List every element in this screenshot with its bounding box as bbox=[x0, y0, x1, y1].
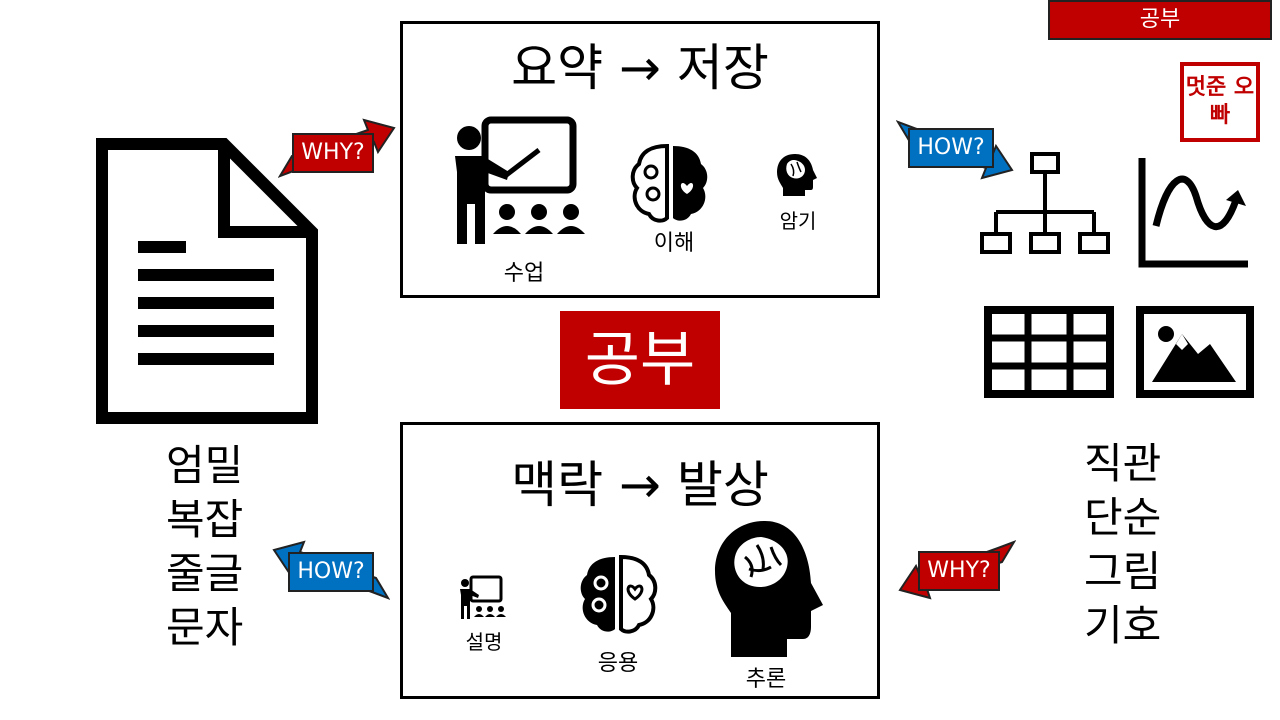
why-label: WHY? bbox=[918, 551, 1000, 591]
table-icon bbox=[984, 306, 1114, 398]
left-word: 복잡 bbox=[166, 495, 244, 544]
caption-explain: 설명 bbox=[465, 630, 503, 654]
caption-understand: 이해 bbox=[653, 231, 695, 256]
right-word: 그림 bbox=[1084, 547, 1162, 596]
caption-memorize: 암기 bbox=[779, 209, 817, 233]
right-word-list: 직관 단순 그림 기호 bbox=[1084, 437, 1161, 653]
center-badge: 공부 bbox=[560, 311, 720, 409]
left-word-list: 엄밀 복잡 줄글 문자 bbox=[166, 439, 243, 655]
author-stamp: 멋준 오빠 bbox=[1180, 62, 1260, 142]
top-box-title: 요약 → 저장 bbox=[511, 39, 769, 97]
document-icon bbox=[96, 138, 318, 424]
left-word: 문자 bbox=[166, 603, 244, 652]
corner-tag: 공부 bbox=[1048, 0, 1272, 40]
org-chart-icon bbox=[980, 152, 1110, 254]
caption-lecture: 수업 bbox=[503, 261, 545, 286]
left-word: 줄글 bbox=[166, 549, 244, 598]
right-word: 단순 bbox=[1084, 493, 1162, 542]
left-word: 엄밀 bbox=[166, 441, 244, 490]
head-brain-icon bbox=[715, 521, 823, 657]
head-brain-icon bbox=[777, 154, 817, 196]
lecture-icon bbox=[460, 575, 506, 619]
caption-reason: 추론 bbox=[745, 667, 787, 692]
line-graph-icon bbox=[1138, 158, 1248, 268]
bottom-box-title: 맥락 → 발상 bbox=[511, 456, 769, 514]
top-box: 요약 → 저장 수업 이해 암기 bbox=[400, 21, 880, 298]
why-label: WHY? bbox=[292, 133, 374, 173]
right-word: 직관 bbox=[1084, 439, 1162, 488]
caption-apply: 응용 bbox=[597, 651, 639, 676]
image-icon bbox=[1136, 306, 1254, 398]
brain-gear-heart-icon bbox=[580, 554, 658, 634]
right-word: 기호 bbox=[1084, 601, 1162, 650]
brain-gear-heart-icon bbox=[630, 143, 708, 223]
how-label: HOW? bbox=[288, 552, 374, 592]
lecture-icon bbox=[455, 116, 585, 244]
how-label: HOW? bbox=[908, 128, 994, 168]
bottom-box: 맥락 → 발상 설명 응용 추론 bbox=[400, 422, 880, 699]
